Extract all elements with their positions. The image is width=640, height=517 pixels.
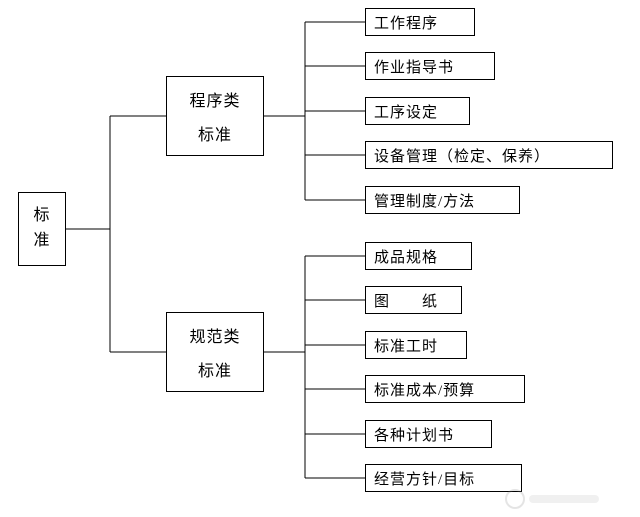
node-business-policy-goals: 经营方针/目标 — [365, 464, 522, 492]
branch-label-line2: 标准 — [197, 127, 232, 144]
node-operation-instructions: 作业指导书 — [365, 52, 495, 80]
node-drawings: 图 纸 — [365, 286, 462, 314]
node-standard-work-hours: 标准工时 — [365, 331, 467, 359]
branch-label-line1: 规范类 — [189, 329, 241, 346]
node-root-standard: 标准 — [18, 192, 66, 266]
node-finished-product-spec: 成品规格 — [365, 242, 472, 270]
node-work-procedure: 工作程序 — [365, 8, 475, 36]
node-various-plans: 各种计划书 — [365, 420, 492, 448]
node-branch-specification-standards: 规范类 标准 — [166, 312, 264, 392]
node-standard-cost-budget: 标准成本/预算 — [365, 375, 525, 403]
node-branch-procedure-standards: 程序类 标准 — [166, 76, 264, 156]
branch-label-line1: 程序类 — [189, 93, 241, 110]
node-management-system-method: 管理制度/方法 — [365, 186, 520, 214]
node-process-setting: 工序设定 — [365, 97, 470, 125]
node-equipment-management: 设备管理（检定、保养） — [365, 141, 613, 169]
branch-label-line2: 标准 — [197, 363, 232, 380]
